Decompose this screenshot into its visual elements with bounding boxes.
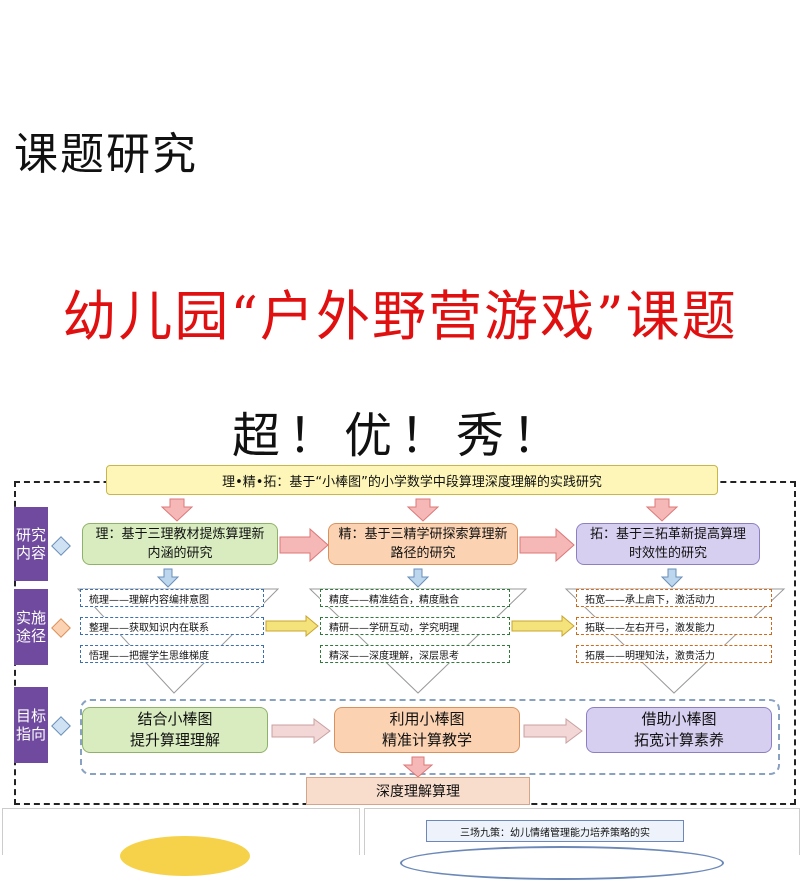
goal-card-2: 利用小棒图精准计算教学 [334, 707, 520, 753]
section-heading: 课题研究 [14, 129, 198, 180]
approach-item: 精研——学研互动，学究明理 [320, 617, 510, 635]
slogan: 超！优！秀！ [231, 408, 568, 464]
goal-line: 精准计算教学 [381, 731, 472, 749]
preview-ellipse [400, 846, 724, 880]
down-arrow-icon [660, 568, 684, 588]
down-arrow-icon [402, 756, 434, 778]
content-card-tuo: 拓：基于三拓革新提高算理时效性的研究 [576, 523, 760, 565]
preview-right-caption: 三场九策：幼儿情绪管理能力培养策略的实 [426, 820, 684, 842]
approach-item: 拓宽——承上启下，激活动力 [576, 589, 772, 607]
goal-line: 结合小棒图 [137, 710, 213, 728]
right-arrow-icon [523, 718, 583, 744]
side-label-content: 研究内容 [14, 507, 48, 581]
approach-item: 整理——获取知识内在联系 [80, 617, 264, 635]
goal-arrows [271, 718, 583, 744]
bottom-arrow [402, 756, 434, 778]
down-arrow-icon [406, 498, 440, 522]
side-label-approach: 实施途径 [14, 589, 48, 665]
diagram-top-title: 理•精•拓：基于“小棒图”的小学数学中段算理深度理解的实践研究 [106, 465, 718, 495]
link-arrows [265, 615, 575, 637]
down-arrow-icon [406, 568, 430, 588]
preview-left-panel [2, 808, 360, 855]
approach-item: 梳理——理解内容编排意图 [80, 589, 264, 607]
down-arrow-icon [160, 498, 194, 522]
small-arrows [156, 568, 684, 588]
top-arrows [160, 498, 679, 522]
right-arrow-icon [265, 615, 319, 637]
right-arrow-icon [271, 718, 331, 744]
content-card-jing: 精：基于三精学研探索算理新路径的研究 [328, 523, 518, 565]
approach-item: 精深——深度理解，深层思考 [320, 645, 510, 663]
diagram-bottom-goal: 深度理解算理 [306, 777, 530, 805]
main-title: 幼儿园“户外野营游戏”课题 [62, 285, 738, 348]
right-arrow-icon [279, 527, 329, 563]
card-arrows [279, 527, 575, 563]
goal-frame [80, 699, 780, 775]
approach-item: 拓展——明理知法，激贵活力 [576, 645, 772, 663]
content-card-li: 理：基于三理教材提炼算理新内涵的研究 [82, 523, 278, 565]
down-arrow-icon [156, 568, 180, 588]
goal-card-3: 借助小棒图拓宽计算素养 [586, 707, 772, 753]
down-arrow-icon [645, 498, 679, 522]
goal-line: 提升算理理解 [129, 731, 220, 749]
side-label-goal: 目标指向 [14, 687, 48, 763]
goal-line: 借助小棒图 [641, 710, 717, 728]
goal-line: 利用小棒图 [389, 710, 465, 728]
approach-item: 拓联——左右开弓，激发能力 [576, 617, 772, 635]
right-arrow-icon [511, 615, 575, 637]
right-arrow-icon [519, 527, 575, 563]
research-framework-diagram: 理•精•拓：基于“小棒图”的小学数学中段算理深度理解的实践研究 研究内容 实施途… [14, 465, 800, 809]
goal-line: 拓宽计算素养 [633, 731, 724, 749]
approach-item: 悟理——把握学生思维梯度 [80, 645, 264, 663]
sun-shape [120, 836, 250, 876]
approach-item: 精度——精准结合，精度融合 [320, 589, 510, 607]
goal-card-1: 结合小棒图提升算理理解 [82, 707, 268, 753]
